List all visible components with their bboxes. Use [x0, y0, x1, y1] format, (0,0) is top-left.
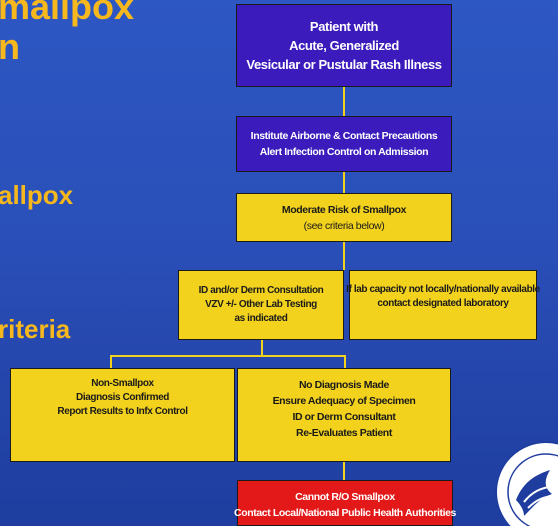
- connector-branch-right: [344, 355, 346, 368]
- box-text: Institute Airborne & Contact Precautions: [250, 130, 438, 142]
- box-text: No Diagnosis Made: [298, 379, 390, 391]
- box-text: Non-Smallpox: [91, 378, 154, 389]
- box-text: VZV +/- Other Lab Testing: [205, 299, 317, 310]
- box-text: Patient with: [309, 19, 379, 34]
- slide-title-line-1: mallpox: [0, 0, 135, 27]
- box-no-diagnosis: No Diagnosis Made Ensure Adequacy of Spe…: [237, 368, 451, 462]
- side-label-criteria: riteria: [0, 314, 71, 344]
- box-moderate-risk: Moderate Risk of Smallpox (see criteria …: [236, 193, 452, 242]
- box-text: Re-Evaluates Patient: [296, 427, 392, 439]
- box-text: Alert Infection Control on Admission: [259, 146, 429, 158]
- box-text: Moderate Risk of Smallpox: [281, 203, 407, 216]
- box-non-smallpox: Non-Smallpox Diagnosis Confirmed Report …: [10, 368, 235, 462]
- box-text: Contact Local/National Public Health Aut…: [234, 507, 456, 519]
- box-text: ID and/or Derm Consultation: [198, 285, 324, 296]
- box-text: contact designated laboratory: [377, 298, 509, 309]
- box-cannot-rule-out: Cannot R/O Smallpox Contact Local/Nation…: [234, 480, 456, 526]
- connector-precautions-risk: [343, 172, 345, 193]
- box-text: Acute, Generalized: [289, 38, 399, 53]
- box-text: as indicated: [234, 313, 288, 324]
- box-text: Report Results to Infx Control: [57, 406, 188, 417]
- box-text: Diagnosis Confirmed: [76, 392, 169, 403]
- box-text: Cannot R/O Smallpox: [295, 491, 395, 503]
- box-text: (see criteria below): [303, 219, 385, 232]
- slide-title-line-2: n: [0, 26, 20, 67]
- box-text: Ensure Adequacy of Specimen: [272, 395, 416, 407]
- connector-consult-branch-stem: [261, 340, 263, 356]
- connector-patient-precautions: [343, 87, 345, 116]
- box-lab-capacity: If lab capacity not locally/nationally a…: [346, 270, 540, 340]
- connector-nodiag-cannot: [343, 462, 345, 480]
- connector-risk-consult: [343, 242, 345, 270]
- box-text: Vesicular or Pustular Rash Illness: [246, 57, 442, 72]
- connector-branch-horizontal: [110, 355, 346, 357]
- box-text: ID or Derm Consultant: [292, 411, 396, 423]
- box-text: If lab capacity not locally/nationally a…: [346, 284, 540, 295]
- box-institute-precautions: Institute Airborne & Contact Precautions…: [236, 116, 452, 172]
- side-label-smallpox: allpox: [0, 180, 74, 210]
- box-id-derm-consultation: ID and/or Derm Consultation VZV +/- Othe…: [178, 270, 344, 340]
- box-patient-rash-illness: Patient with Acute, Generalized Vesicula…: [236, 4, 452, 87]
- hhs-seal-icon: [495, 441, 558, 526]
- connector-branch-left: [110, 355, 112, 368]
